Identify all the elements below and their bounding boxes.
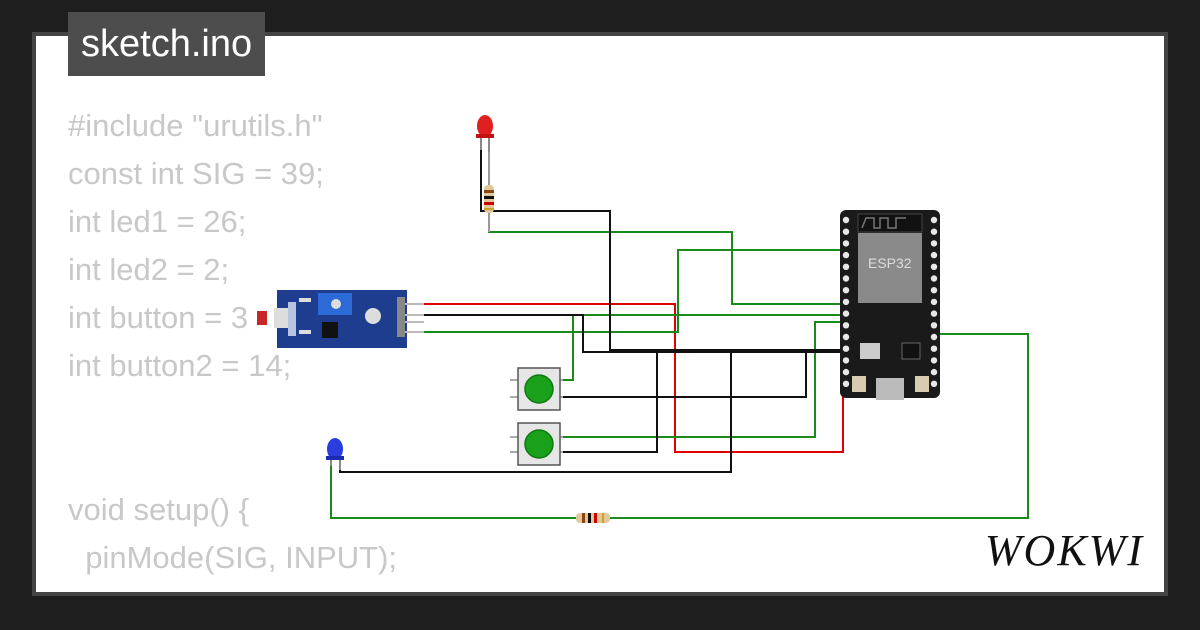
header-pin[interactable] (842, 322, 850, 329)
wokwi-logo: WOKWI (984, 526, 1144, 575)
wire-green-resistor (330, 333, 1029, 519)
header-pin[interactable] (930, 368, 938, 376)
esp32-board[interactable]: ESP32 (840, 210, 940, 400)
code-line: void setup() { (68, 492, 249, 527)
code-line: int led2 = 2; (68, 252, 230, 287)
header-pin[interactable] (930, 333, 938, 341)
code-line: const int SIG = 39; (68, 156, 324, 191)
sound-sensor-module[interactable] (257, 290, 424, 348)
header-pin[interactable] (930, 345, 938, 352)
wire-green-button2 (563, 321, 848, 438)
header-pin[interactable] (842, 380, 850, 387)
header-pin[interactable] (842, 275, 850, 282)
wire-black-button2 (563, 352, 658, 453)
header-pin[interactable] (930, 310, 938, 317)
wire-green-sensor (424, 249, 848, 333)
header-pin[interactable] (930, 240, 938, 247)
header-pin[interactable] (930, 287, 938, 294)
push-button-1[interactable] (510, 367, 563, 411)
led-red[interactable] (476, 115, 494, 152)
wire-black-sensor (424, 314, 848, 353)
header-pin[interactable] (842, 298, 850, 306)
header-pin[interactable] (842, 310, 850, 317)
wire-black-led-red (480, 145, 848, 351)
resistor-led[interactable] (484, 152, 494, 232)
circuit-diagram: ESP32 (257, 115, 1029, 523)
wire-black-button1 (563, 352, 807, 398)
code-line: pinMode(SIG, INPUT); (68, 540, 398, 575)
header-pin[interactable] (842, 368, 850, 376)
code-line: int button = 3 (68, 300, 249, 335)
header-pin[interactable] (930, 263, 938, 270)
header-pin[interactable] (842, 228, 850, 235)
header-pin[interactable] (930, 298, 938, 306)
header-pin[interactable] (930, 322, 938, 329)
header-pin[interactable] (842, 345, 850, 352)
header-pin[interactable] (930, 216, 938, 224)
code-line: int button2 = 14; (68, 348, 292, 383)
wire-green-led-red (488, 214, 848, 305)
file-name-label: sketch.ino (68, 12, 266, 76)
code-line: pinMode(led1, OUTPUT); (68, 582, 436, 592)
header-pin[interactable] (930, 380, 938, 387)
preview-card: #include "urutils.h" const int SIG = 39; i… (36, 36, 1164, 592)
header-pin[interactable] (842, 216, 850, 224)
header-pin[interactable] (842, 251, 850, 259)
header-pin[interactable] (842, 333, 850, 341)
push-button-2[interactable] (510, 422, 563, 466)
header-pin[interactable] (842, 240, 850, 247)
resistor-bottom[interactable] (576, 513, 610, 523)
header-pin[interactable] (842, 287, 850, 294)
header-pin[interactable] (842, 357, 850, 364)
header-pin[interactable] (930, 357, 938, 364)
code-editor: #include "urutils.h" const int SIG = 39; i… (68, 102, 437, 592)
header-pin[interactable] (930, 275, 938, 282)
code-line: #include "urutils.h" (68, 108, 323, 143)
header-pin[interactable] (930, 228, 938, 235)
esp32-label: ESP32 (868, 255, 912, 271)
header-pin[interactable] (930, 251, 938, 259)
header-pin[interactable] (842, 263, 850, 270)
code-line: int led1 = 26; (68, 204, 247, 239)
led-blue[interactable] (326, 438, 344, 470)
wire-green-button1 (563, 314, 848, 381)
